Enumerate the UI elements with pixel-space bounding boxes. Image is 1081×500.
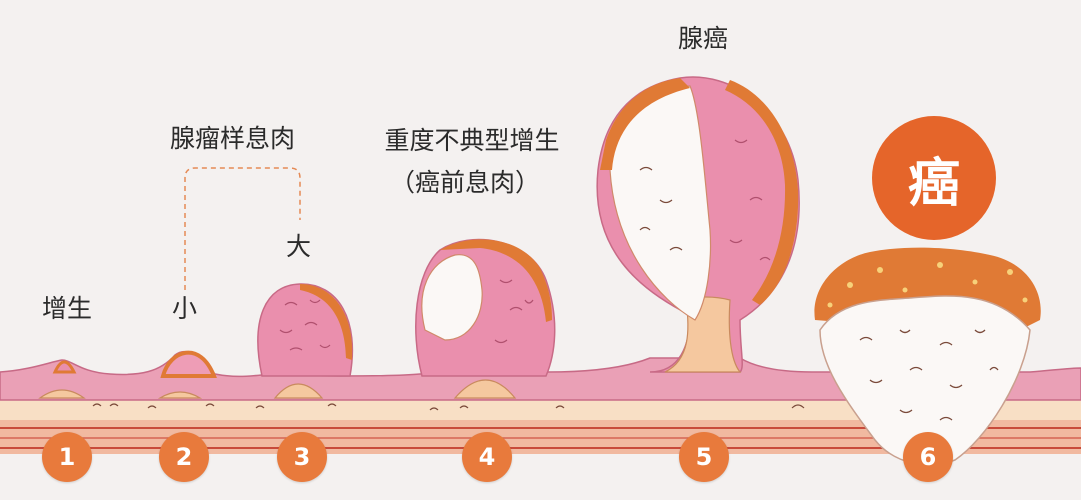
- label-dysplasia-note: （癌前息肉）: [389, 168, 541, 197]
- label-small: 小: [172, 294, 198, 323]
- stage5-polyp: [596, 76, 800, 373]
- label-adenocarcinoma: 腺癌: [677, 24, 729, 53]
- label-large: 大: [286, 232, 312, 261]
- stage1-polyp: [52, 360, 77, 374]
- stage-badge-4: 4: [462, 432, 512, 482]
- stage-badge-5: 5: [679, 432, 729, 482]
- stage3-polyp: [257, 283, 354, 377]
- label-adenoma-group: 腺瘤样息肉: [170, 124, 296, 153]
- submucosa-bumps: [38, 379, 517, 399]
- stage-badge-6: 6: [903, 432, 953, 482]
- submucosa-layer: [0, 398, 1081, 420]
- adenoma-bracket: [184, 167, 301, 290]
- stage-badge-3: 3: [277, 432, 327, 482]
- stage4-polyp: [415, 238, 556, 377]
- stage2-polyp: [160, 350, 217, 378]
- label-hyperplasia: 增生: [42, 294, 93, 323]
- stage6-tumor: [814, 247, 1041, 466]
- cancer-badge: 癌: [872, 116, 996, 240]
- stage-badge-2: 2: [159, 432, 209, 482]
- stage-badge-1: 1: [42, 432, 92, 482]
- label-dysplasia: 重度不典型增生: [384, 126, 560, 155]
- submucosa-squiggles: [92, 403, 805, 411]
